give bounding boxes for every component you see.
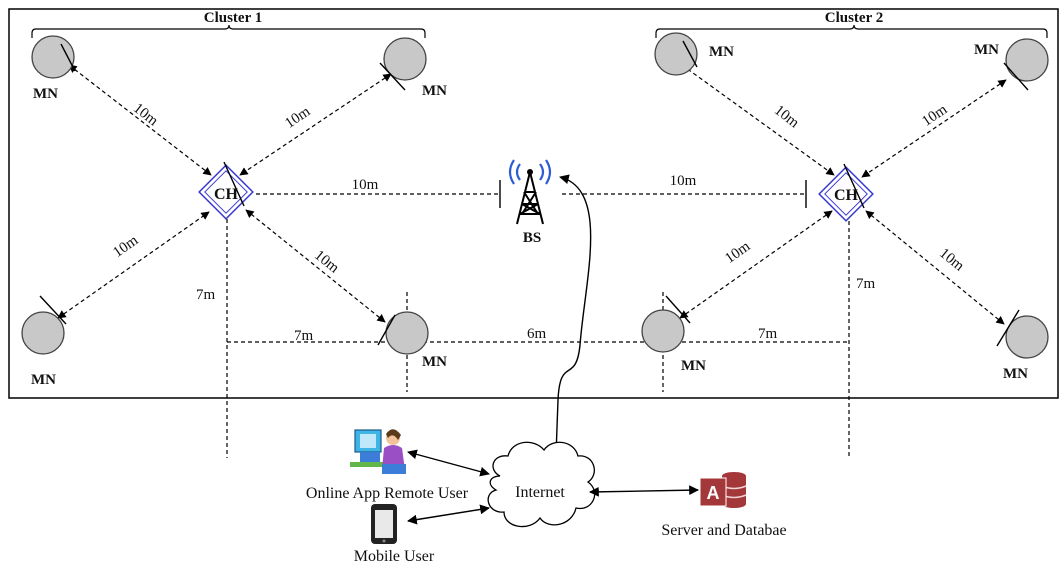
- link-c2-bottom-left: [679, 210, 833, 319]
- mn-node-c1-top-left: [31, 35, 76, 79]
- dist-c2-vertical: 7m: [856, 276, 876, 292]
- ch-label-1: CH: [214, 186, 239, 203]
- mn-node-c2-bottom-right: [996, 309, 1049, 359]
- mobile-phone-icon: [371, 504, 397, 544]
- dist-c1-bottom-left: 10m: [110, 232, 141, 261]
- dist-c2-horizontal: 7m: [758, 326, 778, 342]
- remote-user-label: Online App Remote User: [306, 485, 469, 502]
- internet-label: Internet: [515, 484, 565, 501]
- cluster-head-1: [198, 161, 254, 220]
- database-icon: [699, 472, 747, 508]
- link-mobile-user-internet: [407, 504, 490, 525]
- dist-c2-bottom-left: 10m: [722, 238, 753, 267]
- link-c1-bottom-left: [57, 211, 210, 319]
- dist-c2-bottom-right: 10m: [936, 245, 967, 274]
- mn-label-c1-bottom-right: MN: [422, 354, 447, 370]
- cluster-1-brace: [31, 24, 426, 38]
- dist-c1-top-right: 10m: [282, 103, 313, 131]
- mn-node-c2-top-left: [654, 32, 698, 76]
- dist-c1-vertical: 7m: [196, 287, 216, 303]
- internet-cloud: [487, 441, 596, 528]
- mn-label-c2-top-right: MN: [974, 42, 999, 58]
- mn-label-c1-top-right: MN: [422, 83, 447, 99]
- link-c1-top-left: [68, 64, 212, 176]
- mn-node-c1-bottom-right: [377, 311, 429, 355]
- link-c1-bottom-right: [245, 209, 386, 323]
- cluster-2-brace: [655, 24, 1048, 38]
- link-c2-top-right: [861, 79, 1007, 178]
- dist-c2-top-left: 10m: [771, 102, 802, 131]
- dist-c2-top-right: 10m: [919, 101, 950, 129]
- link-remote-user-internet: [407, 449, 490, 477]
- ch-label-2: CH: [834, 187, 859, 204]
- dist-bs-ch2: 10m: [670, 173, 697, 189]
- mn-label-c1-bottom-left: MN: [31, 372, 56, 388]
- mn-label-c1-top-left: MN: [33, 86, 58, 102]
- mn-node-c2-bottom-left: [641, 295, 691, 353]
- cluster-2-label: Cluster 2: [825, 10, 883, 26]
- mobile-user-label: Mobile User: [354, 548, 435, 565]
- cluster-1-label: Cluster 1: [204, 10, 262, 26]
- link-c1-top-right: [239, 73, 392, 176]
- mn-label-c2-bottom-left: MN: [681, 358, 706, 374]
- network-boundary: [8, 8, 1059, 399]
- mn-label-c2-top-left: MN: [709, 44, 734, 60]
- cluster-head-2: [818, 163, 874, 222]
- link-internet-server: [589, 485, 699, 497]
- bs-label: BS: [523, 230, 541, 246]
- dist-c1-top-left: 10m: [130, 100, 161, 129]
- mn-node-c1-bottom-left: [21, 295, 67, 355]
- dist-c1-bottom-right: 10m: [311, 247, 342, 276]
- base-station-icon: [508, 159, 552, 225]
- dist-between-members: 6m: [527, 326, 547, 342]
- server-label: Server and Databae: [661, 522, 786, 539]
- remote-user-icon: [350, 429, 406, 474]
- link-c2-bottom-right: [865, 210, 1005, 325]
- link-c2-top-left: [681, 64, 835, 176]
- dist-c1-horizontal: 7m: [294, 328, 314, 344]
- bs-internet-link: [551, 174, 592, 456]
- mn-label-c2-bottom-right: MN: [1003, 366, 1028, 382]
- dist-ch1-bs: 10m: [352, 177, 379, 193]
- mn-node-c2-top-right: [1003, 38, 1049, 91]
- mn-node-c1-top-right: [379, 37, 427, 91]
- access-letter: A: [707, 483, 720, 503]
